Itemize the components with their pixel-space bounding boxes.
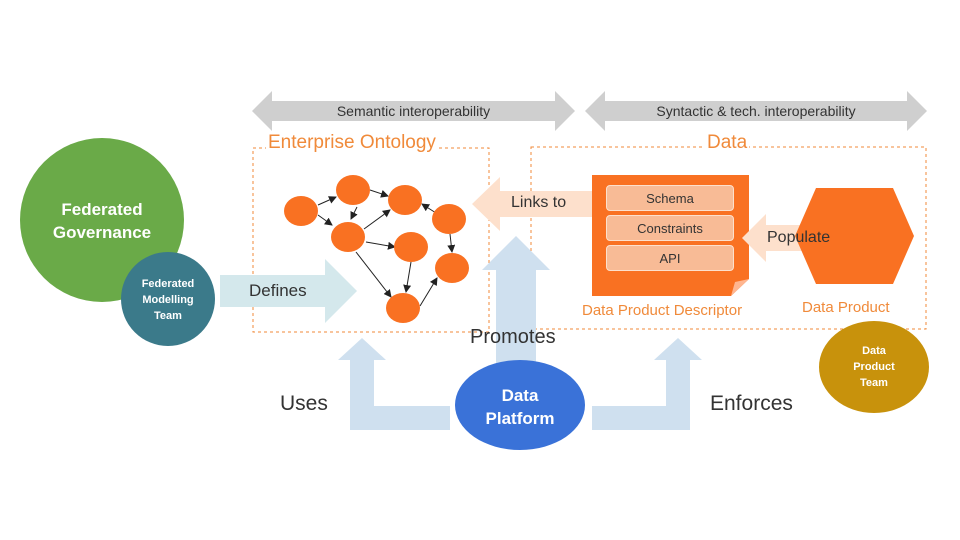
ontology-node xyxy=(284,196,318,226)
ontology-node xyxy=(331,222,365,252)
enforces-arrow xyxy=(592,338,702,430)
links-to-arrow xyxy=(472,177,602,231)
defines-label: Defines xyxy=(249,281,307,300)
data-platform-label: Data Platform xyxy=(485,386,555,428)
syntactic-interop-label: Syntactic & tech. interoperability xyxy=(656,103,856,119)
promotes-arrow xyxy=(482,236,550,380)
defines-arrow xyxy=(220,259,357,323)
promotes-label: Promotes xyxy=(470,326,556,348)
data-product-descriptor-caption: Data Product Descriptor xyxy=(582,302,743,319)
ontology-node xyxy=(336,175,370,205)
uses-label: Uses xyxy=(280,392,328,415)
enforces-label: Enforces xyxy=(710,392,793,415)
ontology-node xyxy=(394,232,428,262)
enterprise-ontology-title: Enterprise Ontology xyxy=(266,132,438,154)
descriptor-folded-corner xyxy=(731,279,749,296)
data-product-caption: Data Product xyxy=(802,299,890,316)
data-platform-ellipse xyxy=(455,360,585,450)
descriptor-row-schema: Schema xyxy=(606,185,734,211)
data-region xyxy=(530,146,927,330)
data-product-team-label: Data Product Team xyxy=(853,345,895,389)
semantic-interop-arrow xyxy=(252,91,575,131)
ontology-node xyxy=(386,293,420,323)
federated-governance-label: Federated Governance xyxy=(52,200,152,242)
populate-label: Populate xyxy=(767,229,831,246)
federated-modelling-team-circle xyxy=(121,252,215,346)
data-product-hexagon xyxy=(795,188,914,284)
ontology-node xyxy=(388,185,422,215)
federated-modelling-team-label: Federated Modelling Team xyxy=(141,278,195,322)
data-region-title: Data xyxy=(705,132,750,154)
ontology-node xyxy=(435,253,469,283)
descriptor-row-api: API xyxy=(606,245,734,271)
ontology-graph-nodes xyxy=(284,175,469,323)
semantic-interop-label: Semantic interoperability xyxy=(336,103,491,119)
ontology-node xyxy=(432,204,466,234)
links-to-label: Links to xyxy=(511,194,567,211)
syntactic-interop-arrow xyxy=(585,91,927,131)
uses-arrow xyxy=(338,338,450,430)
ontology-graph-edges xyxy=(317,189,456,307)
data-product-team-ellipse xyxy=(819,321,929,413)
descriptor-row-constraints: Constraints xyxy=(606,215,734,241)
